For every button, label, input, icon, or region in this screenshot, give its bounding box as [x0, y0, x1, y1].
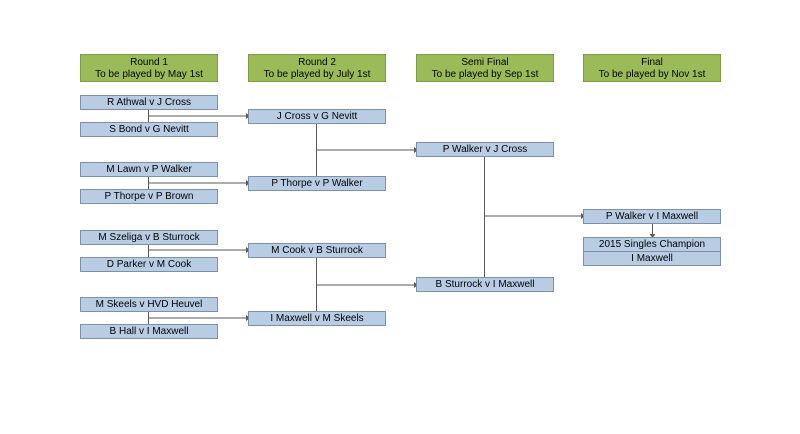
- round1-subtitle: To be played by May 1st: [95, 69, 203, 80]
- r1-match-6: D Parker v M Cook: [80, 257, 218, 272]
- r1-match-1: R Athwal v J Cross: [80, 95, 218, 110]
- r2-match-2: P Thorpe v P Walker: [248, 176, 386, 191]
- connector-r2-bottom: [316, 258, 414, 311]
- round1-header: Round 1 To be played by May 1st: [80, 54, 218, 82]
- final-header: Final To be played by Nov 1st: [583, 54, 721, 82]
- arrow-champion: [649, 234, 656, 238]
- champion-name: I Maxwell: [583, 251, 721, 266]
- connector-r1-pair3: [148, 245, 246, 257]
- semi-header: Semi Final To be played by Sep 1st: [416, 54, 554, 82]
- champion-label: 2015 Singles Champion: [583, 237, 721, 252]
- r1-match-4: P Thorpe v P Brown: [80, 189, 218, 204]
- connector-r1-pair2: [148, 177, 246, 189]
- semi-title: Semi Final: [461, 57, 509, 68]
- r1-match-3: M Lawn v P Walker: [80, 162, 218, 177]
- final-match: P Walker v I Maxwell: [583, 209, 721, 224]
- round2-subtitle: To be played by July 1st: [263, 69, 371, 80]
- r1-match-8: B Hall v I Maxwell: [80, 324, 218, 339]
- connector-r2-top: [316, 124, 414, 176]
- final-subtitle: To be played by Nov 1st: [598, 69, 706, 80]
- r1-match-7: M Skeels v HVD Heuvel: [80, 297, 218, 312]
- r1-match-5: M Szeliga v B Sturrock: [80, 230, 218, 245]
- r2-match-4: I Maxwell v M Skeels: [248, 311, 386, 326]
- connector-semi: [484, 157, 581, 277]
- semi-match-2: B Sturrock v I Maxwell: [416, 277, 554, 292]
- semi-subtitle: To be played by Sep 1st: [431, 69, 539, 80]
- final-title: Final: [641, 57, 663, 68]
- round2-header: Round 2 To be played by July 1st: [248, 54, 386, 82]
- r2-match-1: J Cross v G Nevitt: [248, 109, 386, 124]
- round1-title: Round 1: [130, 57, 168, 68]
- connector-r1-pair4: [148, 312, 246, 324]
- round2-title: Round 2: [298, 57, 336, 68]
- semi-match-1: P Walker v J Cross: [416, 142, 554, 157]
- connector-r1-pair1: [148, 110, 246, 122]
- r1-match-2: S Bond v G Nevitt: [80, 122, 218, 137]
- r2-match-3: M Cook v B Sturrock: [248, 243, 386, 258]
